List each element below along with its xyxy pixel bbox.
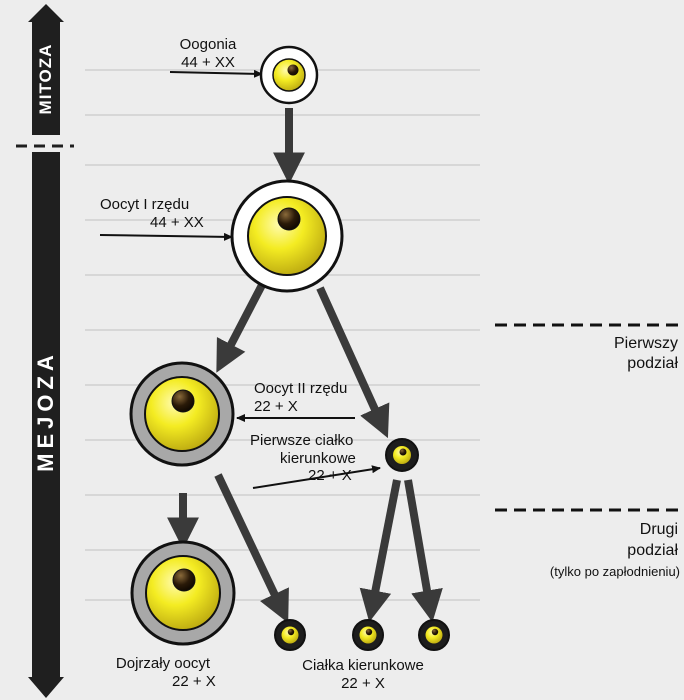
- second-division-note: (tylko po zapłodnieniu): [549, 564, 680, 579]
- polar-body-2: [274, 619, 306, 651]
- oocyte1-karyotype-label: 44 + XX: [150, 214, 204, 231]
- oogonia-karyotype-label: 44 + XX: [181, 54, 235, 71]
- polar1-name-line1: Pierwsze ciałko: [250, 432, 354, 449]
- polar-body-4: [418, 619, 450, 651]
- arrow-oocyte2-to-polar2: [214, 473, 289, 624]
- mitosis-label: MITOZA: [36, 43, 55, 115]
- meiosis-label: MEJOZA: [33, 350, 58, 472]
- label-arrows: [99, 69, 381, 489]
- meiosis-bar: [28, 152, 64, 698]
- oocyte1-name-label: Oocyt I rzędu: [100, 196, 190, 213]
- oocyte2-karyotype-label: 22 + X: [254, 398, 298, 415]
- polar-bodies-karyotype-label: 22 + X: [341, 675, 385, 692]
- polar-body-3: [352, 619, 384, 651]
- second-division-line2: podział: [627, 542, 678, 559]
- polar1-karyotype-label: 22 + X: [308, 467, 352, 484]
- background-texture: [85, 69, 480, 601]
- arrow-oocyte1-to-polar1: [316, 286, 390, 439]
- oogonia-cell: [259, 45, 319, 105]
- arrow-polar1-to-polar4: [404, 479, 443, 623]
- polar1-label-arrow: [252, 465, 381, 489]
- polar-bodies-name-label: Ciałka kierunkowe: [302, 657, 424, 674]
- second-division-line1: Drugi: [639, 521, 678, 538]
- phase-axis: [16, 4, 74, 698]
- mature-oocyte-name-label: Dojrzały oocyt: [115, 655, 211, 672]
- mature-oocyte-karyotype-label: 22 + X: [172, 673, 216, 690]
- first-division-line2: podział: [627, 355, 678, 372]
- secondary-oocyte-cell: [129, 361, 235, 467]
- oogonia-name-label: Oogonia: [179, 36, 237, 53]
- process-arrows: [167, 108, 443, 624]
- mature-oocyte-cell: [130, 540, 236, 646]
- oocyte1-label-arrow: [99, 232, 233, 241]
- mitosis-bar: [28, 4, 64, 135]
- primary-oocyte-cell: [230, 179, 344, 293]
- arrow-polar1-to-polar3: [359, 479, 401, 623]
- polar1-name-line2: kierunkowe: [280, 450, 356, 467]
- first-polar-body: [385, 438, 419, 472]
- oogonia-label-arrow: [169, 69, 263, 78]
- arrow-oocyte1-to-oocyte2: [216, 283, 266, 373]
- first-division-line1: Pierwszy: [613, 335, 678, 352]
- oocyte2-name-label: Oocyt II rzędu: [254, 380, 348, 397]
